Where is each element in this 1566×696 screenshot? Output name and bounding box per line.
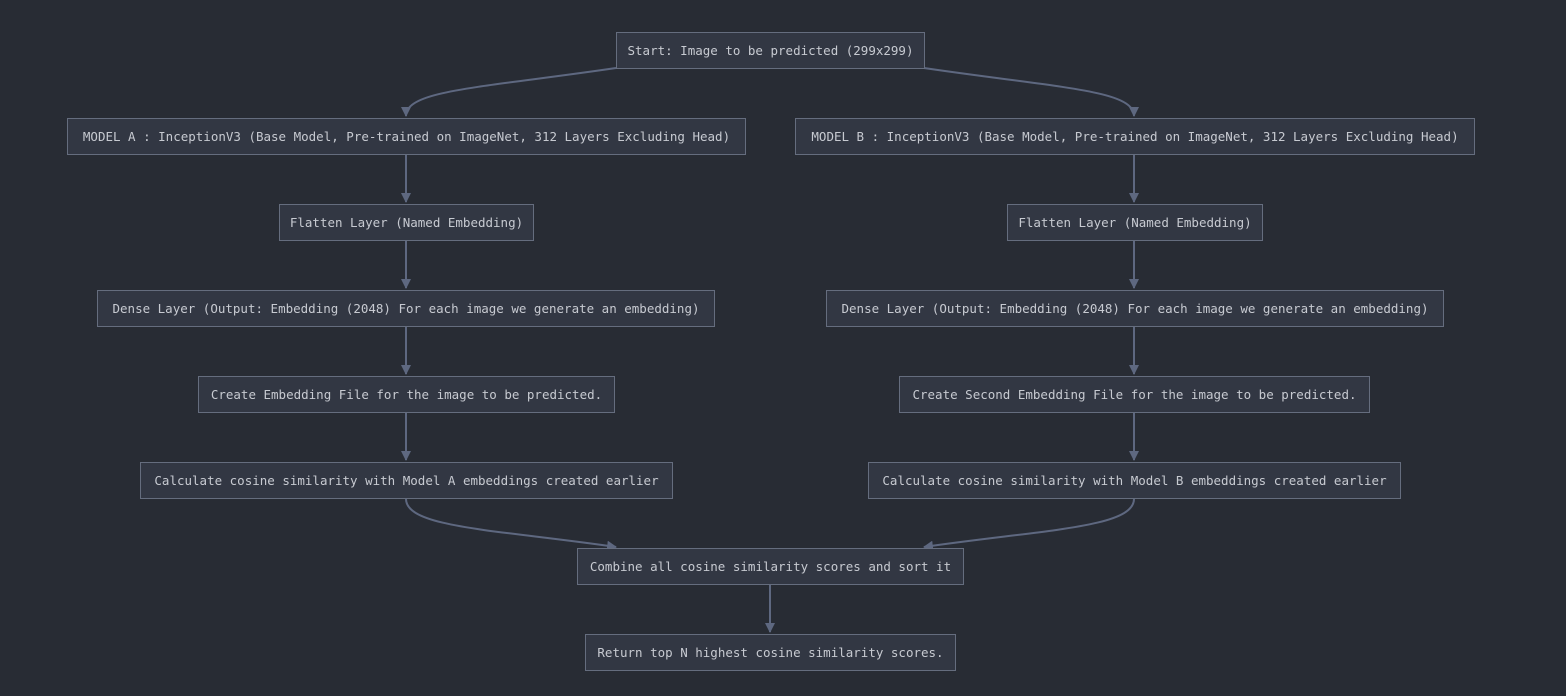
node-embed-file-b: Create Second Embedding File for the ima… (899, 376, 1370, 413)
node-return-top: Return top N highest cosine similarity s… (585, 634, 956, 671)
node-cosine-a: Calculate cosine similarity with Model A… (140, 462, 673, 499)
node-dense-b: Dense Layer (Output: Embedding (2048) Fo… (826, 290, 1444, 327)
node-start: Start: Image to be predicted (299x299) (616, 32, 925, 69)
edge-cosine-b-to-combine (923, 498, 1135, 551)
node-model-a: MODEL A : InceptionV3 (Base Model, Pre-t… (67, 118, 746, 155)
node-embed-file-a: Create Embedding File for the image to b… (198, 376, 615, 413)
edge-cosine-a-to-combine (405, 498, 617, 551)
node-flatten-b: Flatten Layer (Named Embedding) (1007, 204, 1263, 241)
node-model-b: MODEL B : InceptionV3 (Base Model, Pre-t… (795, 118, 1475, 155)
edge-start-to-model-a (401, 67, 617, 117)
node-dense-a: Dense Layer (Output: Embedding (2048) Fo… (97, 290, 715, 327)
edge-start-to-model-b (923, 67, 1139, 117)
node-flatten-a: Flatten Layer (Named Embedding) (279, 204, 534, 241)
node-combine: Combine all cosine similarity scores and… (577, 548, 964, 585)
node-cosine-b: Calculate cosine similarity with Model B… (868, 462, 1401, 499)
